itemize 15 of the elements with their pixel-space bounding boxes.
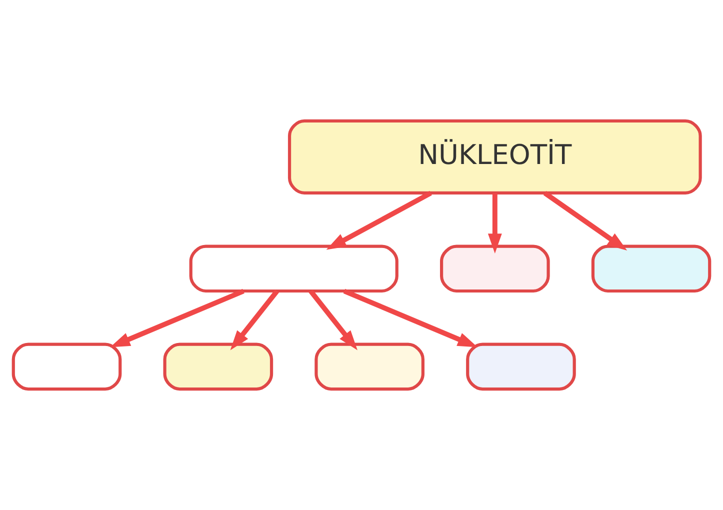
arrow <box>308 290 358 350</box>
node-box: NÜKLEOTİT <box>288 119 702 194</box>
node-box <box>12 342 122 391</box>
arrow <box>488 193 502 254</box>
arrow <box>110 288 244 348</box>
arrow <box>230 290 279 350</box>
node-box <box>189 244 398 293</box>
node-box <box>591 244 712 293</box>
node-box <box>440 244 550 293</box>
arrow <box>543 191 628 251</box>
node-box <box>314 342 424 391</box>
arrow <box>326 190 432 250</box>
node-box <box>163 342 274 391</box>
node-box <box>466 342 576 391</box>
arrow <box>343 288 478 348</box>
